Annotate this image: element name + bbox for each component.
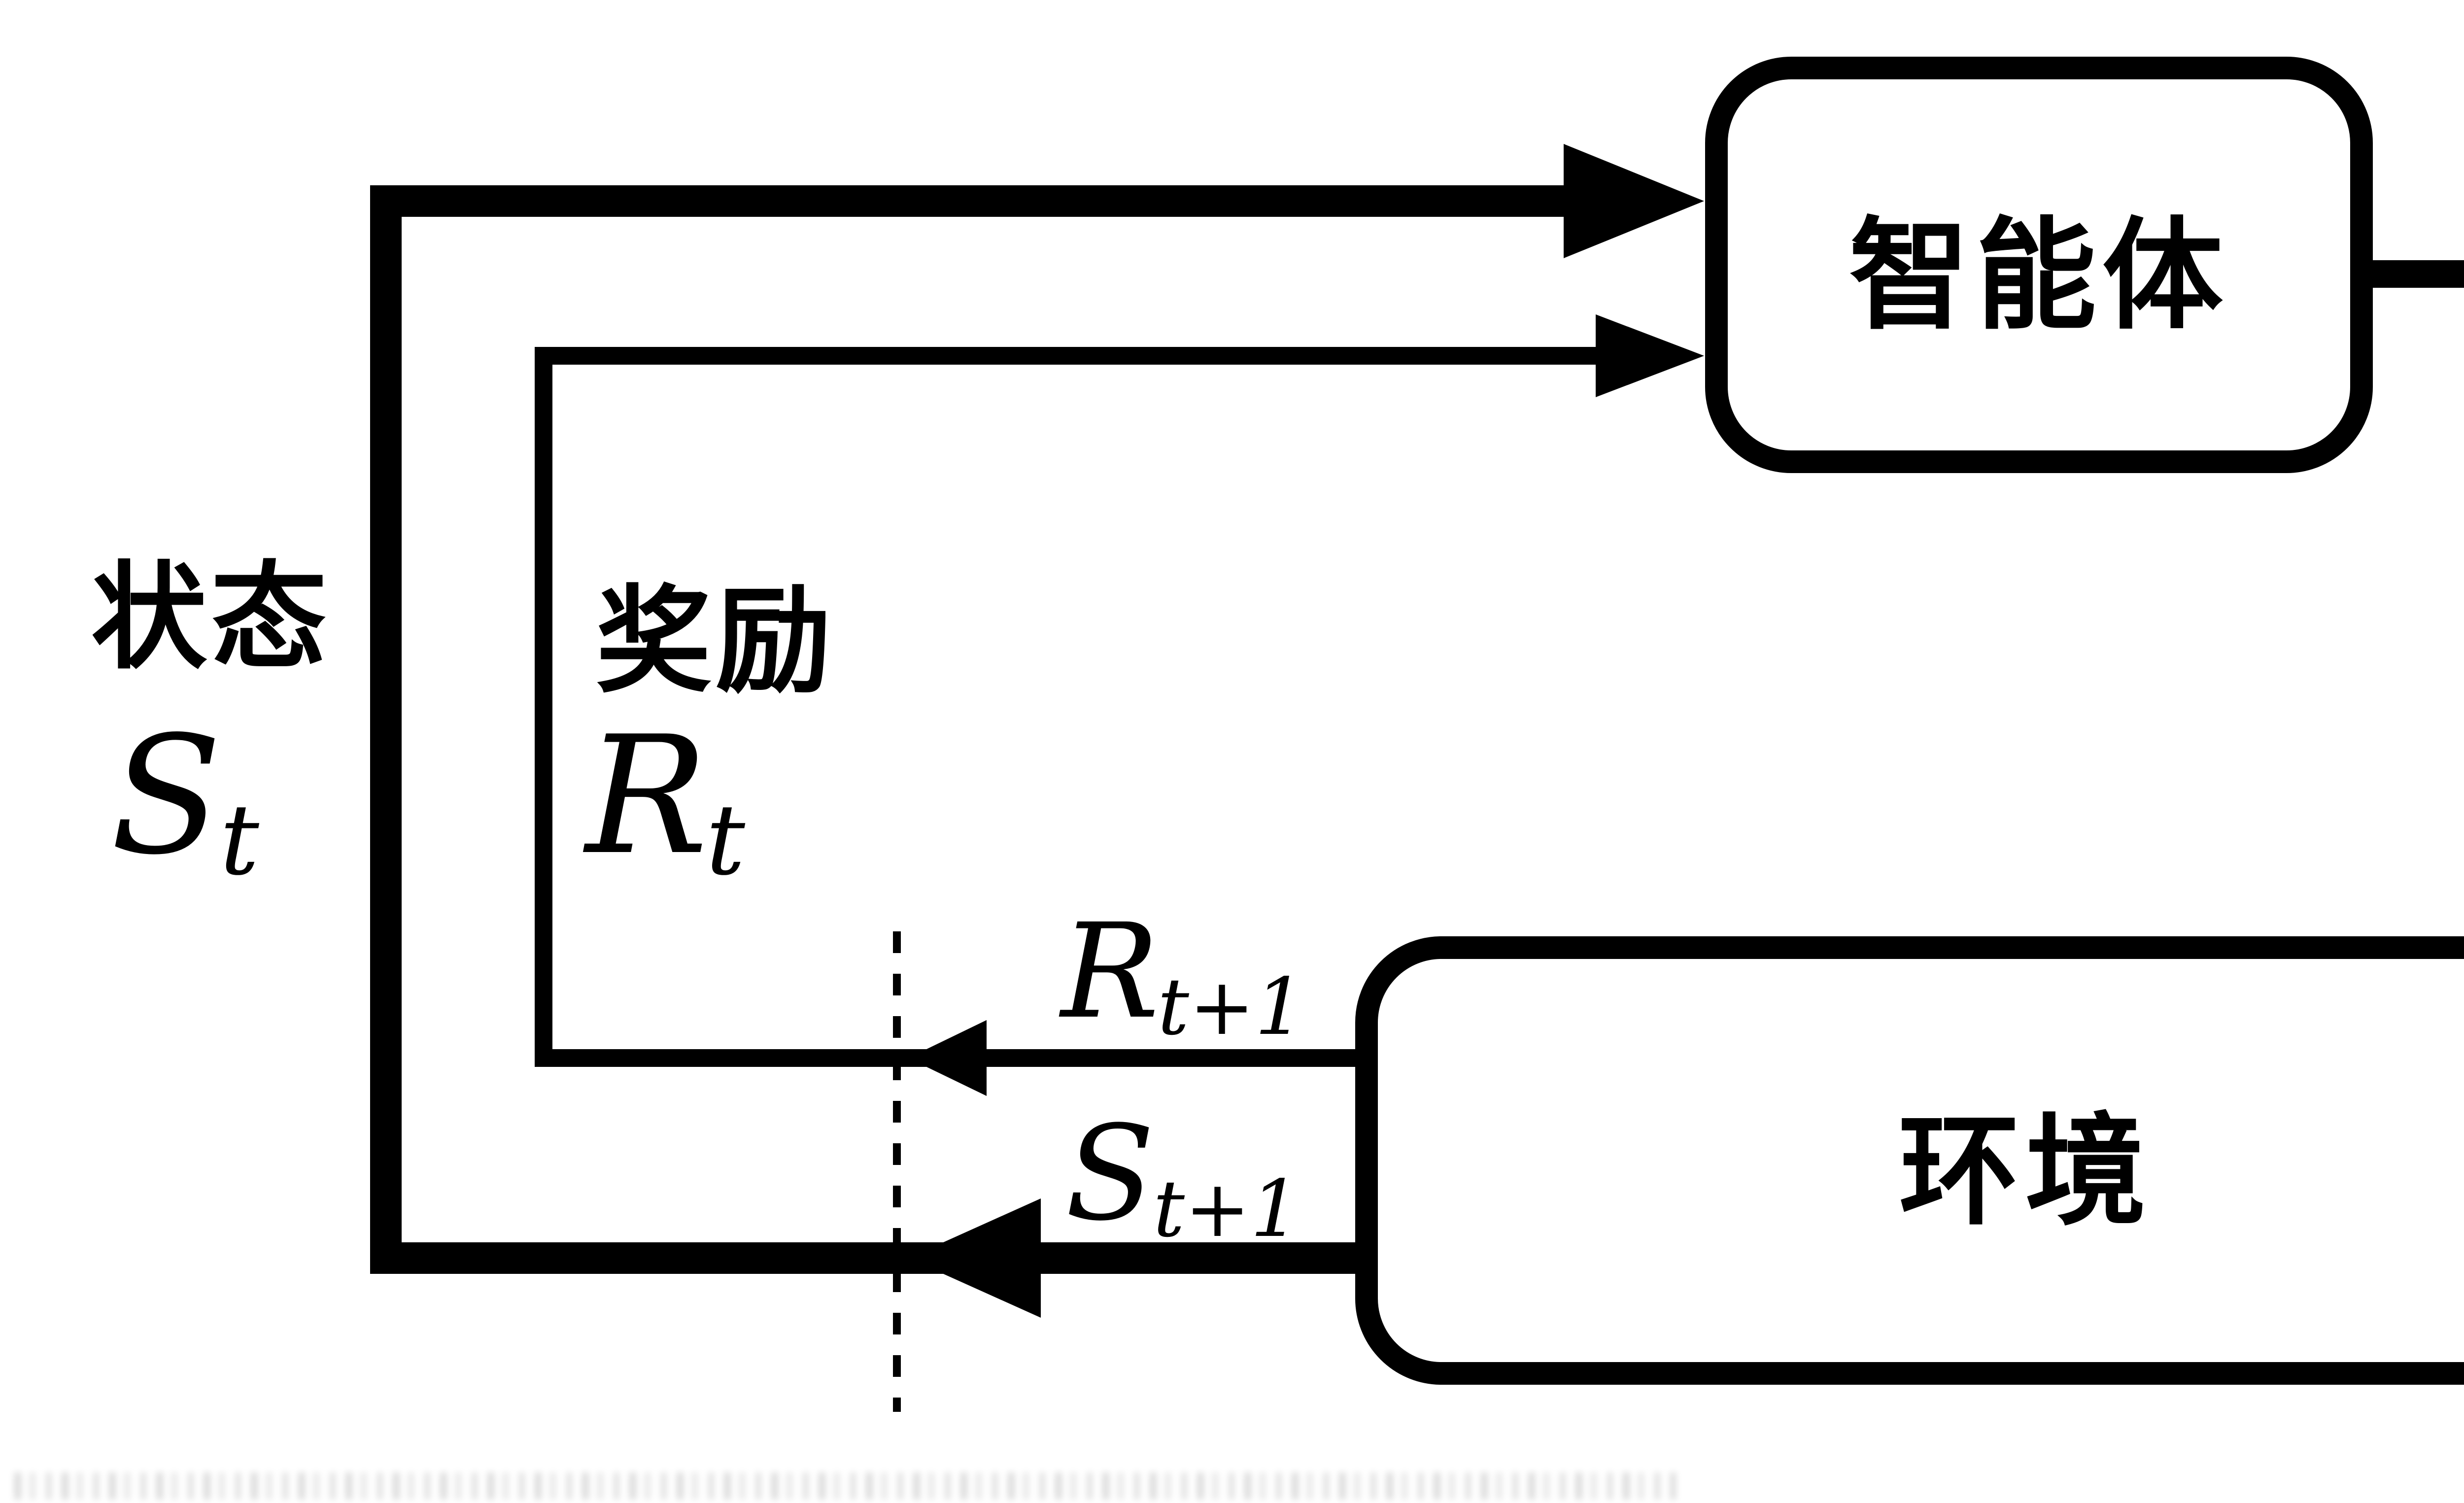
agent-box: 智能体 xyxy=(1705,57,2373,473)
state-next-arrowhead xyxy=(908,1198,1041,1318)
reward-into-agent-arrowhead xyxy=(1596,314,1704,397)
reward-next-arrowhead xyxy=(908,1020,987,1096)
environment-box: 环境 xyxy=(1355,936,2464,1385)
state-next-symbol: St+1 xyxy=(1065,1098,1300,1250)
reward-symbol: Rt xyxy=(585,701,745,890)
state-symbol-sub: t xyxy=(220,783,259,897)
state-symbol-base: S xyxy=(110,701,222,890)
state-loop-line xyxy=(370,185,1626,1274)
state-symbol: St xyxy=(110,701,259,890)
reward-label-cn: 奖励 xyxy=(596,573,835,709)
state-label-cn: 状态 xyxy=(91,549,331,685)
reward-next-base: R xyxy=(1061,896,1160,1048)
agent-box-label: 智能体 xyxy=(1849,204,2229,346)
reward-symbol-base: R xyxy=(585,701,708,890)
state-into-agent-arrowhead xyxy=(1564,144,1704,258)
reward-symbol-sub: t xyxy=(706,783,746,897)
cropped-caption-fragment xyxy=(15,1472,1676,1500)
environment-box-label: 环境 xyxy=(1899,1099,2152,1242)
reward-next-symbol: Rt+1 xyxy=(1061,896,1305,1048)
state-next-sub: t+1 xyxy=(1153,1163,1300,1255)
reward-next-sub: t+1 xyxy=(1158,961,1305,1053)
state-next-base: S xyxy=(1065,1098,1155,1250)
